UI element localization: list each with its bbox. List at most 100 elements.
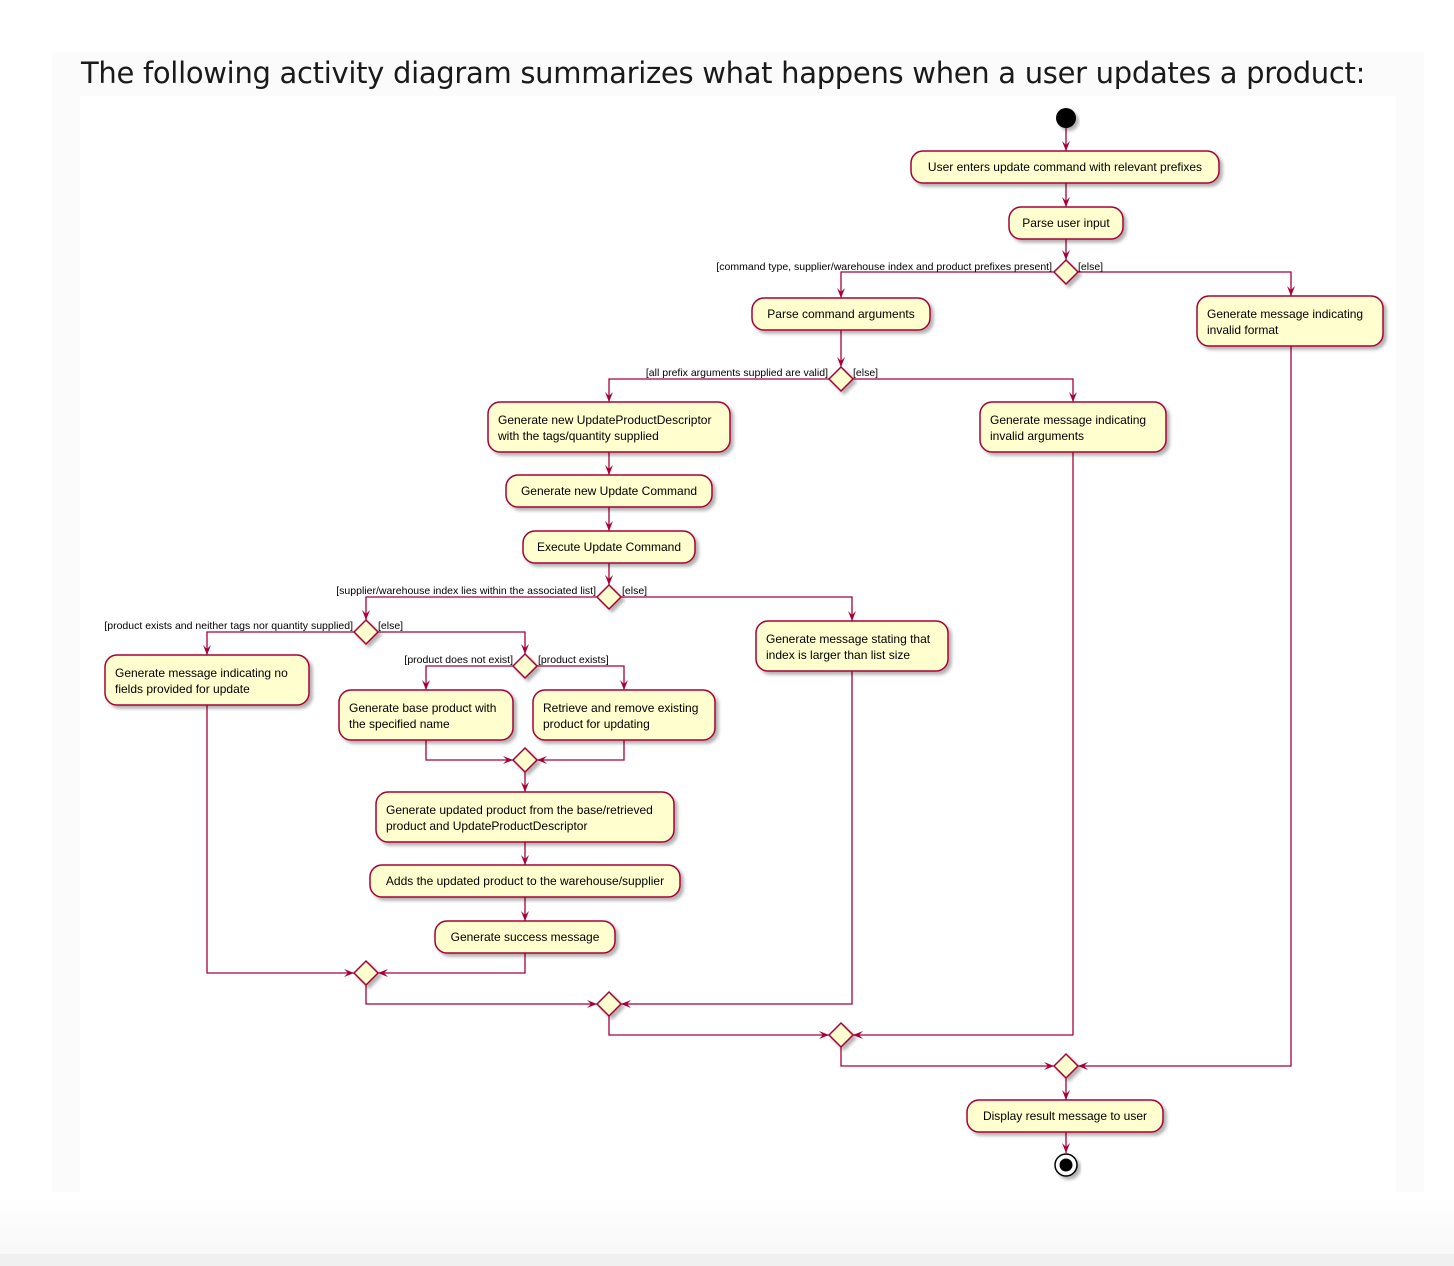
guard-labels: [command type, supplier/warehouse index … xyxy=(104,261,1103,666)
diagram-background xyxy=(80,96,1396,1196)
arrowhead xyxy=(605,392,613,402)
bottom-bar xyxy=(0,1254,1454,1266)
decision-diamond xyxy=(827,1021,855,1049)
node-text-line: Generate success message xyxy=(451,930,600,944)
flow-arrow xyxy=(853,378,1074,402)
flow-arrow xyxy=(537,665,625,690)
arrowhead xyxy=(1062,197,1070,207)
flow-arrow xyxy=(537,740,625,761)
node-text-line: Parse user input xyxy=(1022,216,1110,230)
flow-arrow xyxy=(840,1047,1054,1067)
arrowhead xyxy=(853,1031,863,1039)
guard-label-g-else3: [else] xyxy=(622,585,647,597)
arrowhead xyxy=(362,610,370,620)
node-text-line: product for updating xyxy=(543,717,650,731)
activity-node-success: Generate success message xyxy=(434,920,616,954)
guard-label-g-prefixes: [command type, supplier/warehouse index … xyxy=(716,261,1052,273)
arrowhead xyxy=(837,288,845,298)
arrowhead xyxy=(537,756,547,764)
activity-node-gen-updated: Generate updated product from the base/r… xyxy=(375,791,675,843)
node-text-line: Generate message indicating no xyxy=(115,666,288,680)
arrowhead xyxy=(1078,1062,1088,1070)
decision-diamond xyxy=(1052,1052,1080,1080)
decision-diamond xyxy=(352,959,380,987)
arrowhead xyxy=(521,911,529,921)
guard-label-g-index: [supplier/warehouse index lies within th… xyxy=(336,585,596,597)
intro-text: The following activity diagram summarize… xyxy=(81,56,1366,90)
node-text-line: Display result message to user xyxy=(983,1109,1147,1123)
node-text-line: Generate base product with xyxy=(349,701,496,715)
flow-arrow xyxy=(425,740,513,761)
start-node xyxy=(1056,108,1076,128)
flow-arrow xyxy=(206,705,354,974)
decision-diamond xyxy=(595,583,623,611)
node-text-line: the specified name xyxy=(349,717,450,731)
node-text-line: with the tags/quantity supplied xyxy=(497,429,659,443)
arrowhead xyxy=(1062,141,1070,151)
decision-diamond xyxy=(827,365,855,393)
flow-arrow xyxy=(206,631,354,655)
activity-node-parse-input: Parse user input xyxy=(1008,206,1124,240)
flow-arrow xyxy=(608,1016,829,1036)
activity-node-enter: User enters update command with relevant… xyxy=(910,150,1220,184)
node-text-line: invalid arguments xyxy=(990,429,1084,443)
decision-diamond xyxy=(352,618,380,646)
arrowhead xyxy=(605,465,613,475)
arrowhead xyxy=(848,611,856,621)
node-text-line: Generate message stating that xyxy=(766,632,931,646)
guard-label-g-else2: [else] xyxy=(853,367,878,379)
end-node xyxy=(1054,1153,1078,1177)
arrowhead xyxy=(1287,286,1295,296)
node-text-line: product and UpdateProductDescriptor xyxy=(386,819,587,833)
node-text-line: invalid format xyxy=(1207,323,1279,337)
flow-arrow xyxy=(608,378,829,402)
decision-diamond xyxy=(511,652,539,680)
guard-label-g-not-exist: [product does not exist] xyxy=(404,654,513,666)
flow-arrow xyxy=(1078,271,1292,296)
node-text-line: Generate message indicating xyxy=(1207,307,1363,321)
node-text-line: Generate new UpdateProductDescriptor xyxy=(498,413,711,427)
arrowhead xyxy=(621,1000,631,1008)
guard-label-g-no-fields: [product exists and neither tags nor qua… xyxy=(104,620,353,632)
decision-diamond xyxy=(595,990,623,1018)
flow-arrow xyxy=(621,596,853,621)
activity-node-gen-base: Generate base product with the specified … xyxy=(338,689,514,741)
flow-arrow xyxy=(378,631,526,654)
activity-node-display: Display result message to user xyxy=(966,1099,1164,1133)
node-text-line: Execute Update Command xyxy=(537,540,681,554)
node-text-line: Parse command arguments xyxy=(767,307,914,321)
node-text-line: Retrieve and remove existing xyxy=(543,701,698,715)
flow-arrow xyxy=(853,452,1074,1036)
arrowhead xyxy=(837,357,845,367)
arrowhead xyxy=(819,1031,829,1039)
arrowhead xyxy=(605,575,613,585)
flow-arrow xyxy=(1078,346,1292,1067)
node-text-line: Adds the updated product to the warehous… xyxy=(386,874,664,888)
activity-node-gen-descriptor: Generate new UpdateProductDescriptor with… xyxy=(487,401,731,453)
arrowhead xyxy=(1062,1143,1070,1153)
node-text-line: Generate updated product from the base/r… xyxy=(386,803,653,817)
activity-node-exec-command: Execute Update Command xyxy=(522,530,696,564)
activity-node-retrieve: Retrieve and remove existing product for … xyxy=(532,689,716,741)
decision-diamond xyxy=(511,746,539,774)
activity-node-parse-args: Parse command arguments xyxy=(751,297,931,331)
arrowhead xyxy=(422,680,430,690)
edges xyxy=(203,128,1295,1153)
arrowhead xyxy=(1062,250,1070,260)
guard-label-g-exists: [product exists] xyxy=(538,654,609,666)
arrowhead xyxy=(521,855,529,865)
flow-arrow xyxy=(365,985,597,1005)
arrowhead xyxy=(620,680,628,690)
activity-node-add-updated: Adds the updated product to the warehous… xyxy=(369,864,681,898)
flow-arrow xyxy=(378,953,526,974)
arrowhead xyxy=(503,756,513,764)
flow-arrow xyxy=(621,671,853,1005)
guard-label-g-else4: [else] xyxy=(378,620,403,632)
activity-node-gen-command: Generate new Update Command xyxy=(505,474,713,508)
arrowhead xyxy=(1044,1062,1054,1070)
guard-label-g-else1: [else] xyxy=(1078,261,1103,273)
